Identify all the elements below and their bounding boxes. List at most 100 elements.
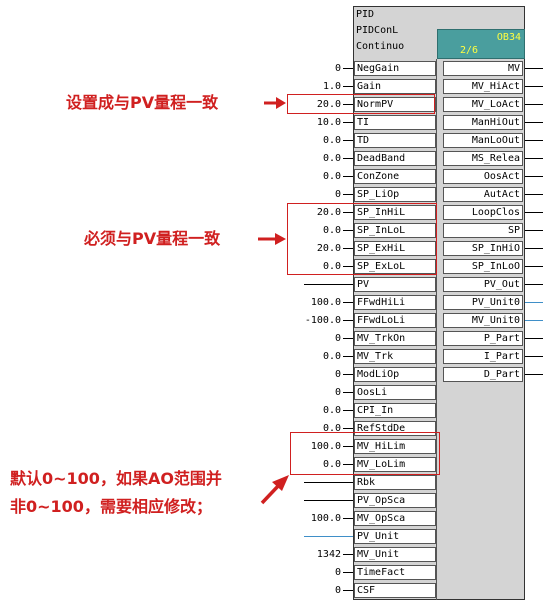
input-pin[interactable]: MV_HiLim	[354, 439, 436, 454]
output-wire	[525, 302, 543, 303]
output-wire	[525, 266, 543, 267]
input-pin[interactable]: CSF	[354, 583, 436, 598]
output-pin[interactable]: ManLoOut	[443, 133, 523, 148]
input-value[interactable]: 0.0	[322, 405, 341, 416]
input-pin[interactable]: PV_OpSca	[354, 493, 436, 508]
input-wire	[343, 590, 353, 591]
input-pin[interactable]: TD	[354, 133, 436, 148]
input-value[interactable]: 0	[334, 63, 341, 74]
input-value[interactable]: 0	[334, 585, 341, 596]
arrow-mv-limits	[260, 475, 289, 505]
input-pin[interactable]: MV_LoLim	[354, 457, 436, 472]
input-value[interactable]: 0	[334, 387, 341, 398]
block-name: PIDConL	[356, 25, 399, 36]
output-pin[interactable]: MS_Relea	[443, 151, 523, 166]
input-pin[interactable]: SP_InLoL	[354, 223, 436, 238]
input-value[interactable]: 20.0	[316, 207, 341, 218]
input-pin[interactable]: NormPV	[354, 97, 436, 112]
input-pin[interactable]: SP_ExLoL	[354, 259, 436, 274]
input-value[interactable]: 1342	[316, 549, 341, 560]
input-value[interactable]: 100.0	[310, 441, 341, 452]
input-pin[interactable]: TimeFact	[354, 565, 436, 580]
output-pin[interactable]: AutAct	[443, 187, 523, 202]
input-wire	[343, 356, 353, 357]
output-pin[interactable]: ManHiOut	[443, 115, 523, 130]
output-pin[interactable]: MV_LoAct	[443, 97, 523, 112]
input-wire	[343, 338, 353, 339]
input-value[interactable]: 100.0	[310, 297, 341, 308]
input-pin[interactable]: SP_ExHiL	[354, 241, 436, 256]
input-pin[interactable]: MV_TrkOn	[354, 331, 436, 346]
input-value[interactable]: 0.0	[322, 225, 341, 236]
input-pin[interactable]: Rbk	[354, 475, 436, 490]
input-pin[interactable]: Gain	[354, 79, 436, 94]
output-pin[interactable]: SP	[443, 223, 523, 238]
output-pin[interactable]: I_Part	[443, 349, 523, 364]
output-wire	[525, 374, 543, 375]
input-wire	[343, 194, 353, 195]
input-wire	[343, 68, 353, 69]
input-wire	[343, 230, 353, 231]
input-value[interactable]: 0	[334, 369, 341, 380]
output-pin[interactable]: SP_InHiO	[443, 241, 523, 256]
input-pin[interactable]: DeadBand	[354, 151, 436, 166]
sp-limits-note: 必须与PV量程一致	[84, 229, 221, 248]
input-value[interactable]: 0	[334, 189, 341, 200]
input-pin[interactable]: CPI_In	[354, 403, 436, 418]
input-value[interactable]: 0.0	[322, 153, 341, 164]
input-value[interactable]: -100.0	[304, 315, 341, 326]
output-pin[interactable]: LoopClos	[443, 205, 523, 220]
input-pin[interactable]: PV	[354, 277, 436, 292]
input-wire	[343, 104, 353, 105]
sp-limits-highlight	[287, 203, 437, 275]
input-value[interactable]: 1.0	[322, 81, 341, 92]
input-pin[interactable]: SP_InHiL	[354, 205, 436, 220]
input-wire	[304, 284, 353, 285]
input-pin[interactable]: FFwdLoLi	[354, 313, 436, 328]
input-value[interactable]: 100.0	[310, 513, 341, 524]
input-value[interactable]: 0.0	[322, 351, 341, 362]
input-value[interactable]: 0	[334, 333, 341, 344]
input-pin[interactable]: FFwdHiLi	[354, 295, 436, 310]
input-pin[interactable]: PV_Unit	[354, 529, 436, 544]
input-value[interactable]: 20.0	[316, 99, 341, 110]
output-pin[interactable]: SP_InLoO	[443, 259, 523, 274]
input-pin[interactable]: MV_OpSca	[354, 511, 436, 526]
normpv-highlight	[287, 94, 435, 114]
input-value[interactable]: 0.0	[322, 459, 341, 470]
input-value[interactable]: 0.0	[322, 261, 341, 272]
output-wire	[525, 320, 543, 321]
input-pin[interactable]: ConZone	[354, 169, 436, 184]
output-wire	[525, 248, 543, 249]
block-comment: Continuo	[356, 41, 405, 52]
input-pin[interactable]: MV_Unit	[354, 547, 436, 562]
input-pin[interactable]: SP_LiOp	[354, 187, 436, 202]
input-pin[interactable]: OosLi	[354, 385, 436, 400]
input-value[interactable]: 20.0	[316, 243, 341, 254]
input-pin[interactable]: MV_Trk	[354, 349, 436, 364]
input-value[interactable]: 10.0	[316, 117, 341, 128]
output-wire	[525, 194, 543, 195]
output-pin[interactable]: P_Part	[443, 331, 523, 346]
output-wire	[525, 68, 543, 69]
output-pin[interactable]: MV_HiAct	[443, 79, 523, 94]
input-pin[interactable]: ModLiOp	[354, 367, 436, 382]
output-pin[interactable]: D_Part	[443, 367, 523, 382]
output-pin[interactable]: PV_Out	[443, 277, 523, 292]
input-value[interactable]: 0	[334, 567, 341, 578]
output-pin[interactable]: PV_Unit0	[443, 295, 523, 310]
output-pin[interactable]: OosAct	[443, 169, 523, 184]
output-wire	[525, 212, 543, 213]
output-pin[interactable]: MV	[443, 61, 523, 76]
output-wire	[525, 338, 543, 339]
input-value[interactable]: 0.0	[322, 135, 341, 146]
input-wire	[343, 428, 353, 429]
input-value[interactable]: 0.0	[322, 171, 341, 182]
input-pin[interactable]: NegGain	[354, 61, 436, 76]
output-pin[interactable]: MV_Unit0	[443, 313, 523, 328]
input-pin[interactable]: TI	[354, 115, 436, 130]
input-wire	[343, 320, 353, 321]
input-value[interactable]: 0.0	[322, 423, 341, 434]
output-wire	[525, 158, 543, 159]
page-indicator: 2/6	[460, 45, 479, 56]
